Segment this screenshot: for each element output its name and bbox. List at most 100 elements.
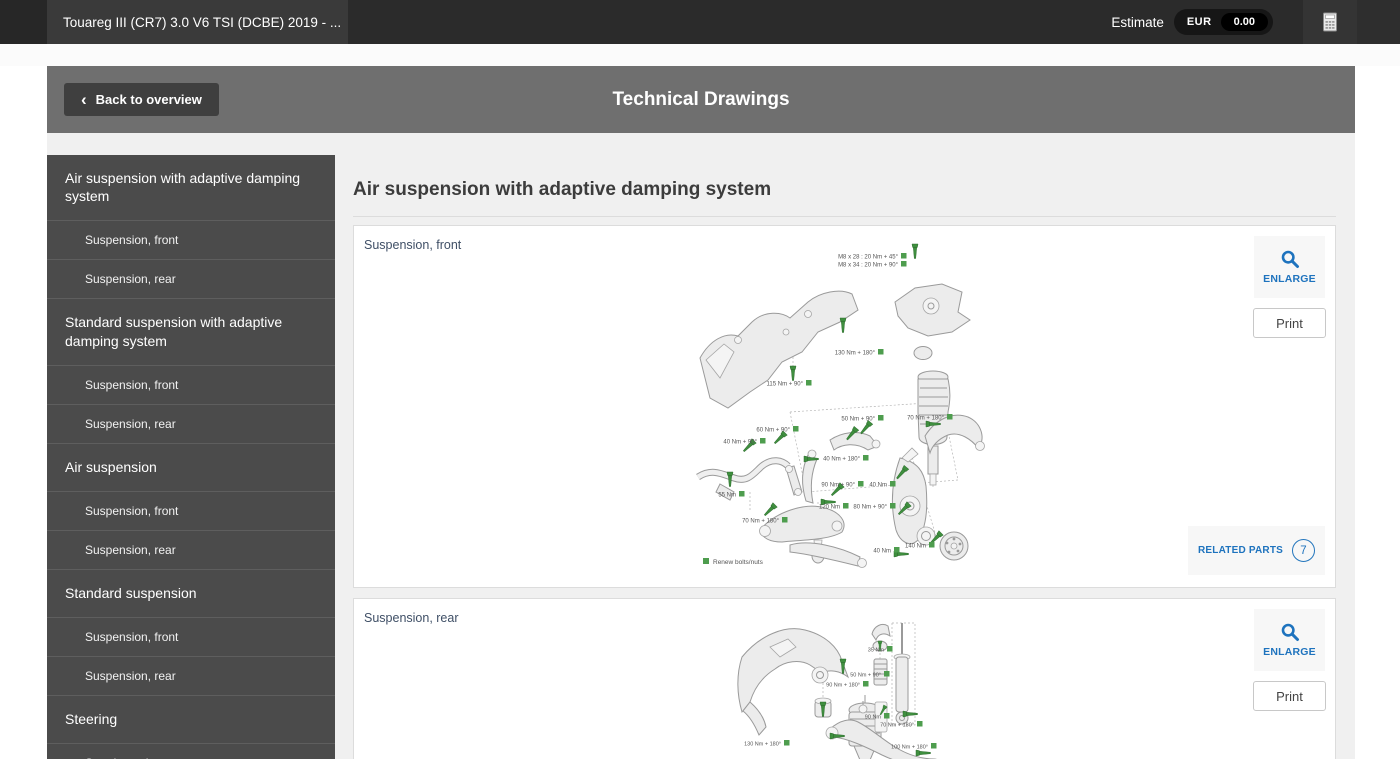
- renew-marker: [886, 646, 892, 652]
- related-parts-label: RELATED PARTS: [1197, 545, 1283, 556]
- renew-marker: [889, 503, 895, 509]
- torque-label: 50 Nm + 90°: [841, 417, 875, 423]
- enlarge-label: ENLARGE: [1263, 646, 1316, 658]
- estimate-amount: 0.00: [1220, 13, 1268, 31]
- magnifier-icon: [1281, 623, 1299, 641]
- sidebar-category[interactable]: Air suspension: [47, 444, 335, 492]
- renew-marker: [900, 261, 906, 267]
- sidebar-item[interactable]: Suspension, front: [47, 221, 335, 261]
- torque-label: 70 Nm + 180°: [742, 519, 780, 525]
- torque-label: 60 Nm + 90°: [756, 428, 790, 434]
- estimate-label: Estimate: [1111, 14, 1164, 30]
- main-panel: Air suspension with adaptive damping sys…: [335, 133, 1355, 759]
- vehicle-tab[interactable]: Touareg III (CR7) 3.0 V6 TSI (DCBE) 2019…: [47, 0, 348, 44]
- top-bar-spacer: [348, 0, 1111, 44]
- drawing-title: Suspension, front: [364, 238, 462, 252]
- section-header: ‹ Back to overview Technical Drawings: [47, 66, 1355, 133]
- renew-marker: [738, 491, 744, 497]
- print-button[interactable]: Print: [1253, 308, 1326, 338]
- renew-marker: [792, 426, 798, 432]
- vehicle-title: Touareg III (CR7) 3.0 V6 TSI (DCBE) 2019…: [63, 14, 342, 30]
- sidebar-item[interactable]: Suspension, front: [47, 618, 335, 658]
- calculator-button[interactable]: [1303, 0, 1357, 44]
- renew-marker: [883, 713, 889, 719]
- renew-legend-swatch: [702, 558, 709, 564]
- torque-label: 120 Nm: [818, 505, 839, 511]
- torque-label: 40 Nm + 180°: [823, 457, 861, 463]
- sidebar-category[interactable]: Steering: [47, 696, 335, 745]
- related-parts-button[interactable]: RELATED PARTS 7: [1188, 526, 1325, 575]
- sidebar-category[interactable]: Air suspension with adaptive damping sys…: [47, 155, 335, 222]
- sidebar-item[interactable]: Suspension, front: [47, 492, 335, 531]
- torque-label: 90 Nm + 90°: [821, 483, 855, 489]
- torque-label: M8 x 28 : 20 Nm + 45°: [838, 255, 899, 261]
- torque-label: 140 Nm: [904, 544, 925, 550]
- technical-drawing-front[interactable]: Renew bolts/nuts M8 x 28 : 20 Nm + 45° M8…: [690, 240, 1000, 575]
- renew-marker: [781, 517, 787, 523]
- torque-label: 40 Nm: [869, 483, 887, 489]
- top-bar-right-cap: [1357, 0, 1400, 44]
- renew-marker: [893, 547, 899, 553]
- page-title: Technical Drawings: [612, 88, 790, 110]
- drawing-card-front: Suspension, front: [353, 225, 1336, 588]
- renew-marker: [946, 414, 952, 420]
- magnifier-icon: [1281, 250, 1299, 268]
- renew-marker: [759, 438, 765, 444]
- back-button-label: Back to overview: [95, 92, 202, 107]
- renew-marker: [930, 743, 936, 749]
- sidebar-category[interactable]: Standard suspension: [47, 570, 335, 619]
- print-button[interactable]: Print: [1253, 681, 1326, 711]
- torque-label: 100 Nm + 180°: [891, 745, 928, 751]
- enlarge-button[interactable]: ENLARGE: [1254, 609, 1325, 671]
- renew-marker: [877, 349, 883, 355]
- sidebar-item[interactable]: Suspension, rear: [47, 657, 335, 697]
- renew-marker: [862, 681, 868, 687]
- enlarge-label: ENLARGE: [1263, 273, 1316, 285]
- torque-label: 70 Nm + 180°: [880, 723, 914, 729]
- renew-marker: [857, 481, 863, 487]
- sidebar-category[interactable]: Standard suspension with adaptive dampin…: [47, 299, 335, 366]
- torque-label: 40 Nm: [873, 549, 891, 555]
- calculator-icon: [1323, 12, 1337, 32]
- torque-label: 115 Nm + 90°: [766, 382, 803, 388]
- chevron-left-icon: ‹: [81, 89, 87, 109]
- sidebar-item[interactable]: Suspension, front: [47, 366, 335, 405]
- renew-marker: [842, 503, 848, 509]
- enlarge-button[interactable]: ENLARGE: [1254, 236, 1325, 298]
- sidebar-item[interactable]: Suspension, rear: [47, 405, 335, 444]
- renew-marker: [889, 481, 895, 487]
- drawing-title: Suspension, rear: [364, 611, 459, 625]
- estimate-pill[interactable]: EUR 0.00: [1173, 9, 1273, 35]
- renew-marker: [783, 740, 789, 746]
- renew-legend-label: Renew bolts/nuts: [713, 559, 764, 566]
- torque-label: 70 Nm + 180°: [907, 416, 945, 422]
- torque-label: 80 Nm + 90°: [853, 505, 887, 511]
- top-bar: Touareg III (CR7) 3.0 V6 TSI (DCBE) 2019…: [0, 0, 1400, 44]
- related-parts-count-badge: 7: [1292, 539, 1315, 562]
- sidebar-item[interactable]: Steering column: [47, 744, 335, 759]
- main-heading: Air suspension with adaptive damping sys…: [353, 179, 1336, 217]
- torque-label: 40 Nm + 90°: [723, 440, 757, 446]
- sidebar-item[interactable]: Suspension, rear: [47, 531, 335, 570]
- drawing-card-rear: Suspension, rear: [353, 598, 1336, 759]
- torque-label: 55 Nm: [718, 493, 736, 499]
- torque-label: 130 Nm + 180°: [744, 742, 781, 748]
- renew-marker: [883, 671, 889, 677]
- torque-label: 90 Nm: [864, 715, 881, 721]
- torque-label: 130 Nm + 180°: [834, 351, 875, 357]
- sidebar-item[interactable]: Suspension, rear: [47, 260, 335, 300]
- top-gap: [0, 44, 1400, 66]
- torque-label: 90 Nm + 180°: [826, 683, 860, 689]
- renew-marker: [877, 415, 883, 421]
- renew-marker: [805, 380, 811, 386]
- content-area: Air suspension with adaptive damping sys…: [47, 133, 1355, 759]
- renew-marker: [862, 455, 868, 461]
- torque-label: M8 x 34 : 20 Nm + 90°: [838, 263, 899, 269]
- renew-marker: [916, 721, 922, 727]
- sidebar: Air suspension with adaptive damping sys…: [47, 155, 335, 759]
- top-bar-left-cap: [0, 0, 47, 44]
- renew-marker: [928, 542, 934, 548]
- back-to-overview-button[interactable]: ‹ Back to overview: [64, 83, 219, 116]
- torque-label: 35 Nm: [867, 648, 884, 654]
